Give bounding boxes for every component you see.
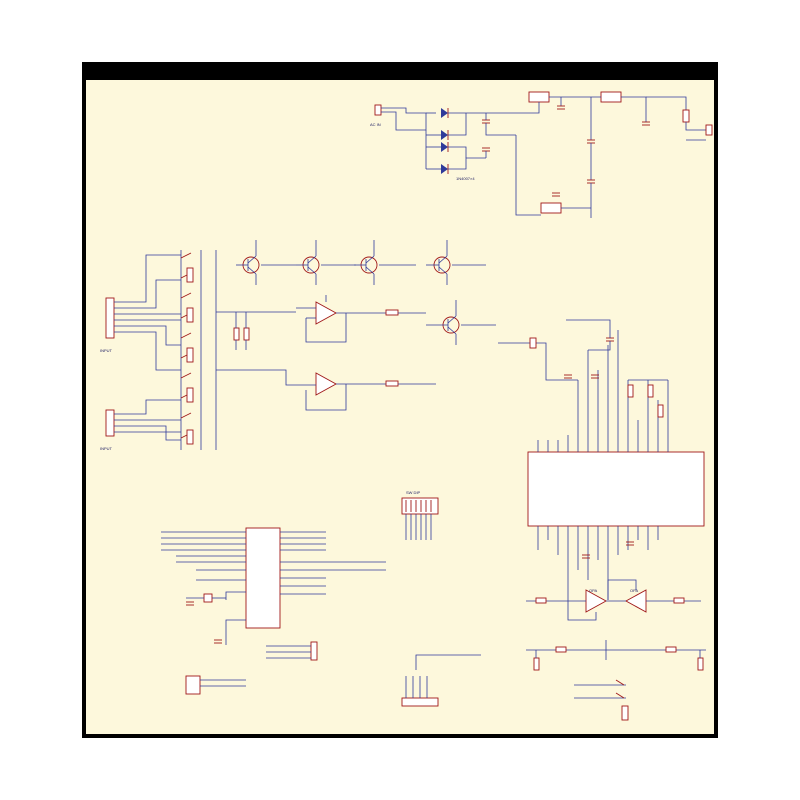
resistor-r-out	[682, 109, 690, 123]
transistor-q4	[426, 240, 486, 285]
power-supply-section: AC IN	[370, 91, 713, 218]
bottom-header	[401, 697, 439, 707]
serial-connector	[310, 641, 318, 661]
mcu-body	[245, 527, 281, 629]
resistor-r1	[233, 327, 240, 341]
transistor-q2	[296, 240, 356, 285]
opamp-stage	[296, 295, 436, 411]
transistor-q3	[354, 240, 416, 285]
main-ic-body	[527, 451, 705, 527]
input-connector-bottom	[105, 409, 115, 437]
microcontroller	[161, 527, 386, 695]
ac-in-label: AC IN	[370, 122, 381, 127]
opamp-upper	[315, 301, 337, 325]
svg-text:OPA: OPA	[589, 588, 597, 593]
power-output-connector	[705, 124, 713, 136]
output-amplifiers: OPA OPA	[526, 541, 706, 721]
input-bottom-label: INPUT	[100, 446, 113, 451]
regulator-u1	[528, 91, 550, 103]
dip-switch: SW DIP	[401, 490, 481, 707]
output-opamp-right	[625, 589, 647, 613]
output-connector	[621, 705, 629, 721]
output-opamp-left	[585, 589, 607, 613]
circuit-schematic: AC IN	[100, 91, 713, 721]
bridge-rectifier: 1N4007×4	[411, 108, 486, 181]
transistor-q5	[426, 300, 496, 345]
regulator-u3	[540, 202, 562, 214]
dip-switch-body	[401, 497, 439, 515]
input-connector-top	[105, 297, 115, 339]
dip-switch-label: SW DIP	[406, 490, 421, 495]
svg-text:OPA: OPA	[630, 588, 638, 593]
bridge-label: 1N4007×4	[456, 176, 475, 181]
input-switch-matrix: INPUT INPUT	[100, 250, 296, 451]
opamp-lower	[315, 372, 337, 396]
ac-input-connector	[374, 104, 382, 116]
input-top-label: INPUT	[100, 348, 113, 353]
schematic-sheet: AC IN	[86, 80, 714, 734]
main-ic	[498, 319, 705, 600]
diagram-frame: AC IN	[82, 62, 718, 738]
resistor-r2	[243, 327, 250, 341]
transistor-array	[236, 240, 496, 345]
programming-header	[185, 675, 201, 695]
crystal	[203, 593, 213, 603]
regulator-u2	[600, 91, 622, 103]
transistor-q1	[236, 240, 296, 285]
